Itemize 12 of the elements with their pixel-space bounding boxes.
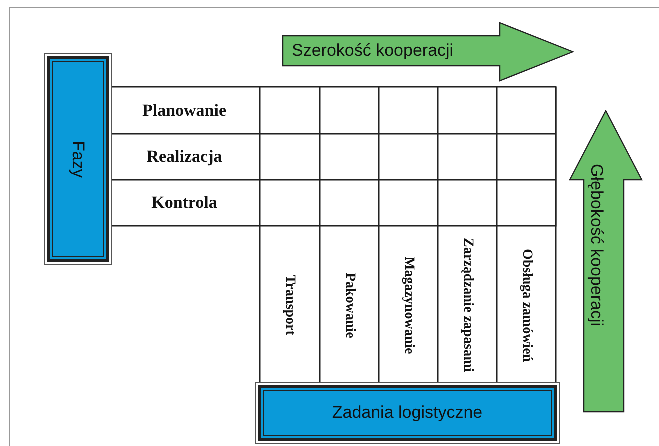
vertical-arrow: Głębokość kooperacji bbox=[569, 110, 643, 413]
task-bar: Zadania logistyczne bbox=[255, 382, 560, 444]
row-label: Kontrola bbox=[150, 192, 218, 214]
column-label: Magazynowanie bbox=[402, 256, 416, 356]
phase-bar: Fazy bbox=[44, 53, 112, 265]
column-label: Obsługa zamówień bbox=[520, 248, 534, 364]
column-label: Pakowanie bbox=[342, 272, 358, 340]
row-label: Planowanie bbox=[141, 100, 228, 122]
column-label: Zarządzanie zapasami bbox=[460, 237, 476, 375]
row-label: Realizacja bbox=[146, 146, 224, 168]
horizontal-arrow: Szerokość kooperacji bbox=[282, 22, 574, 82]
column-label: Transport bbox=[282, 274, 298, 338]
